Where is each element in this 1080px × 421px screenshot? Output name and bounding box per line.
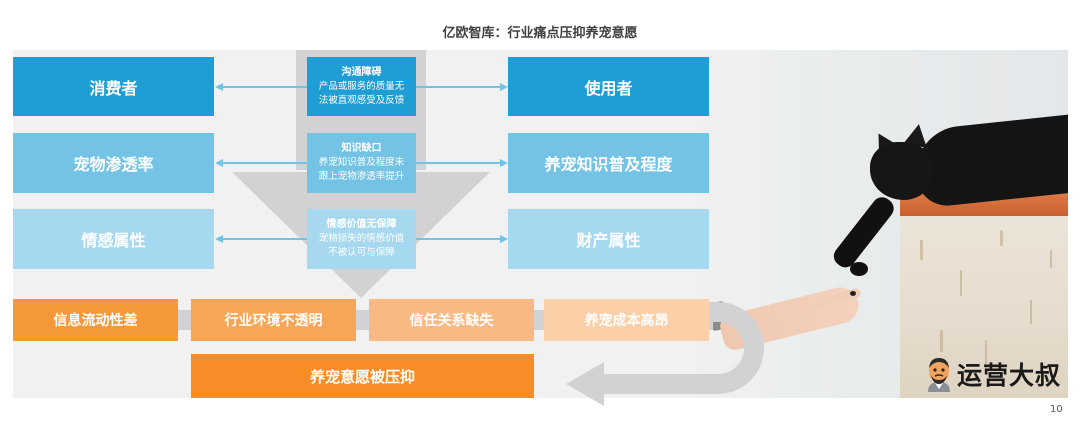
connector-line: [416, 162, 500, 164]
center-box-text: 产品或服务的质量无: [318, 80, 405, 92]
center-box-text: 跟上宠物渗透率提升: [318, 171, 405, 182]
connector-line: [222, 238, 307, 240]
arrow-right-icon: [500, 235, 508, 243]
mascot-avatar-icon: [928, 358, 950, 392]
arrow-left-icon: [215, 83, 223, 91]
pain-point-info-flow: 信息流动性差: [13, 299, 178, 341]
cat-paw: [850, 262, 868, 276]
pain-point-label: 行业环境不透明: [224, 313, 323, 329]
arrow-right-icon: [500, 83, 508, 91]
left-box-consumer: 消费者: [13, 57, 214, 116]
center-box-heading: 知识缺口: [341, 143, 382, 154]
center-box-text: 法被直观感受及反馈: [318, 94, 405, 106]
right-box-label: 养宠知识普及程度: [544, 155, 673, 174]
pain-point-opacity: 行业环境不透明: [191, 299, 356, 341]
flow-bar: [13, 310, 713, 330]
page-number: 10: [1050, 404, 1063, 415]
center-box-emotional-value: 情感价值无保障 宠物损失的情感价值 不被认可与保障: [307, 209, 416, 269]
u-turn-arrow: [600, 302, 764, 394]
center-box-heading: 情感价值无保障: [326, 219, 397, 230]
connector-line: [222, 86, 307, 88]
result-box: 养宠意愿被压抑: [191, 354, 534, 398]
left-box-emotional: 情感属性: [13, 209, 214, 269]
pain-point-label: 信息流动性差: [53, 313, 138, 329]
connector-line: [416, 238, 500, 240]
center-box-text: 宠物损失的情感价值: [318, 233, 405, 244]
center-box-text: 不被认可与保障: [328, 247, 395, 258]
arrow-left-icon: [215, 159, 223, 167]
connector-line: [222, 162, 307, 164]
center-box-knowledge-gap: 知识缺口 养宠知识普及程度未 跟上宠物渗透率提升: [307, 133, 416, 193]
left-box-label: 宠物渗透率: [73, 155, 154, 174]
watermark-logo: 运营大叔: [925, 356, 1061, 392]
watermark-text: 运营大叔: [957, 361, 1062, 390]
arrow-right-icon: [500, 159, 508, 167]
center-box-heading: 沟通障碍: [341, 66, 382, 78]
right-box-label: 财产属性: [576, 231, 641, 250]
center-box-communication: 沟通障碍 产品或服务的质量无 法被直观感受及反馈: [307, 57, 416, 116]
photo-nail: [850, 291, 856, 296]
pain-point-label: 养宠成本高昂: [584, 313, 669, 329]
pain-point-trust: 信任关系缺失: [369, 299, 534, 341]
photo-wall: [900, 210, 1068, 398]
right-box-label: 使用者: [584, 78, 633, 98]
arrow-left-icon: [215, 235, 223, 243]
right-box-user: 使用者: [508, 57, 709, 116]
right-box-knowledge: 养宠知识普及程度: [508, 133, 709, 193]
cat-head: [870, 142, 934, 200]
left-box-pet-penetration: 宠物渗透率: [13, 133, 214, 193]
left-box-label: 情感属性: [81, 231, 146, 250]
center-box-text: 养宠知识普及程度未: [318, 157, 405, 168]
connector-line: [416, 86, 500, 88]
pain-point-label: 信任关系缺失: [409, 313, 494, 329]
right-box-property: 财产属性: [508, 209, 709, 269]
result-label: 养宠意愿被压抑: [309, 367, 415, 386]
u-turn-arrowhead: [566, 362, 604, 406]
pain-point-cost: 养宠成本高昂: [544, 299, 709, 341]
left-box-label: 消费者: [89, 78, 138, 98]
page-title: 亿欧智库：行业痛点压抑养宠意愿: [442, 26, 638, 41]
